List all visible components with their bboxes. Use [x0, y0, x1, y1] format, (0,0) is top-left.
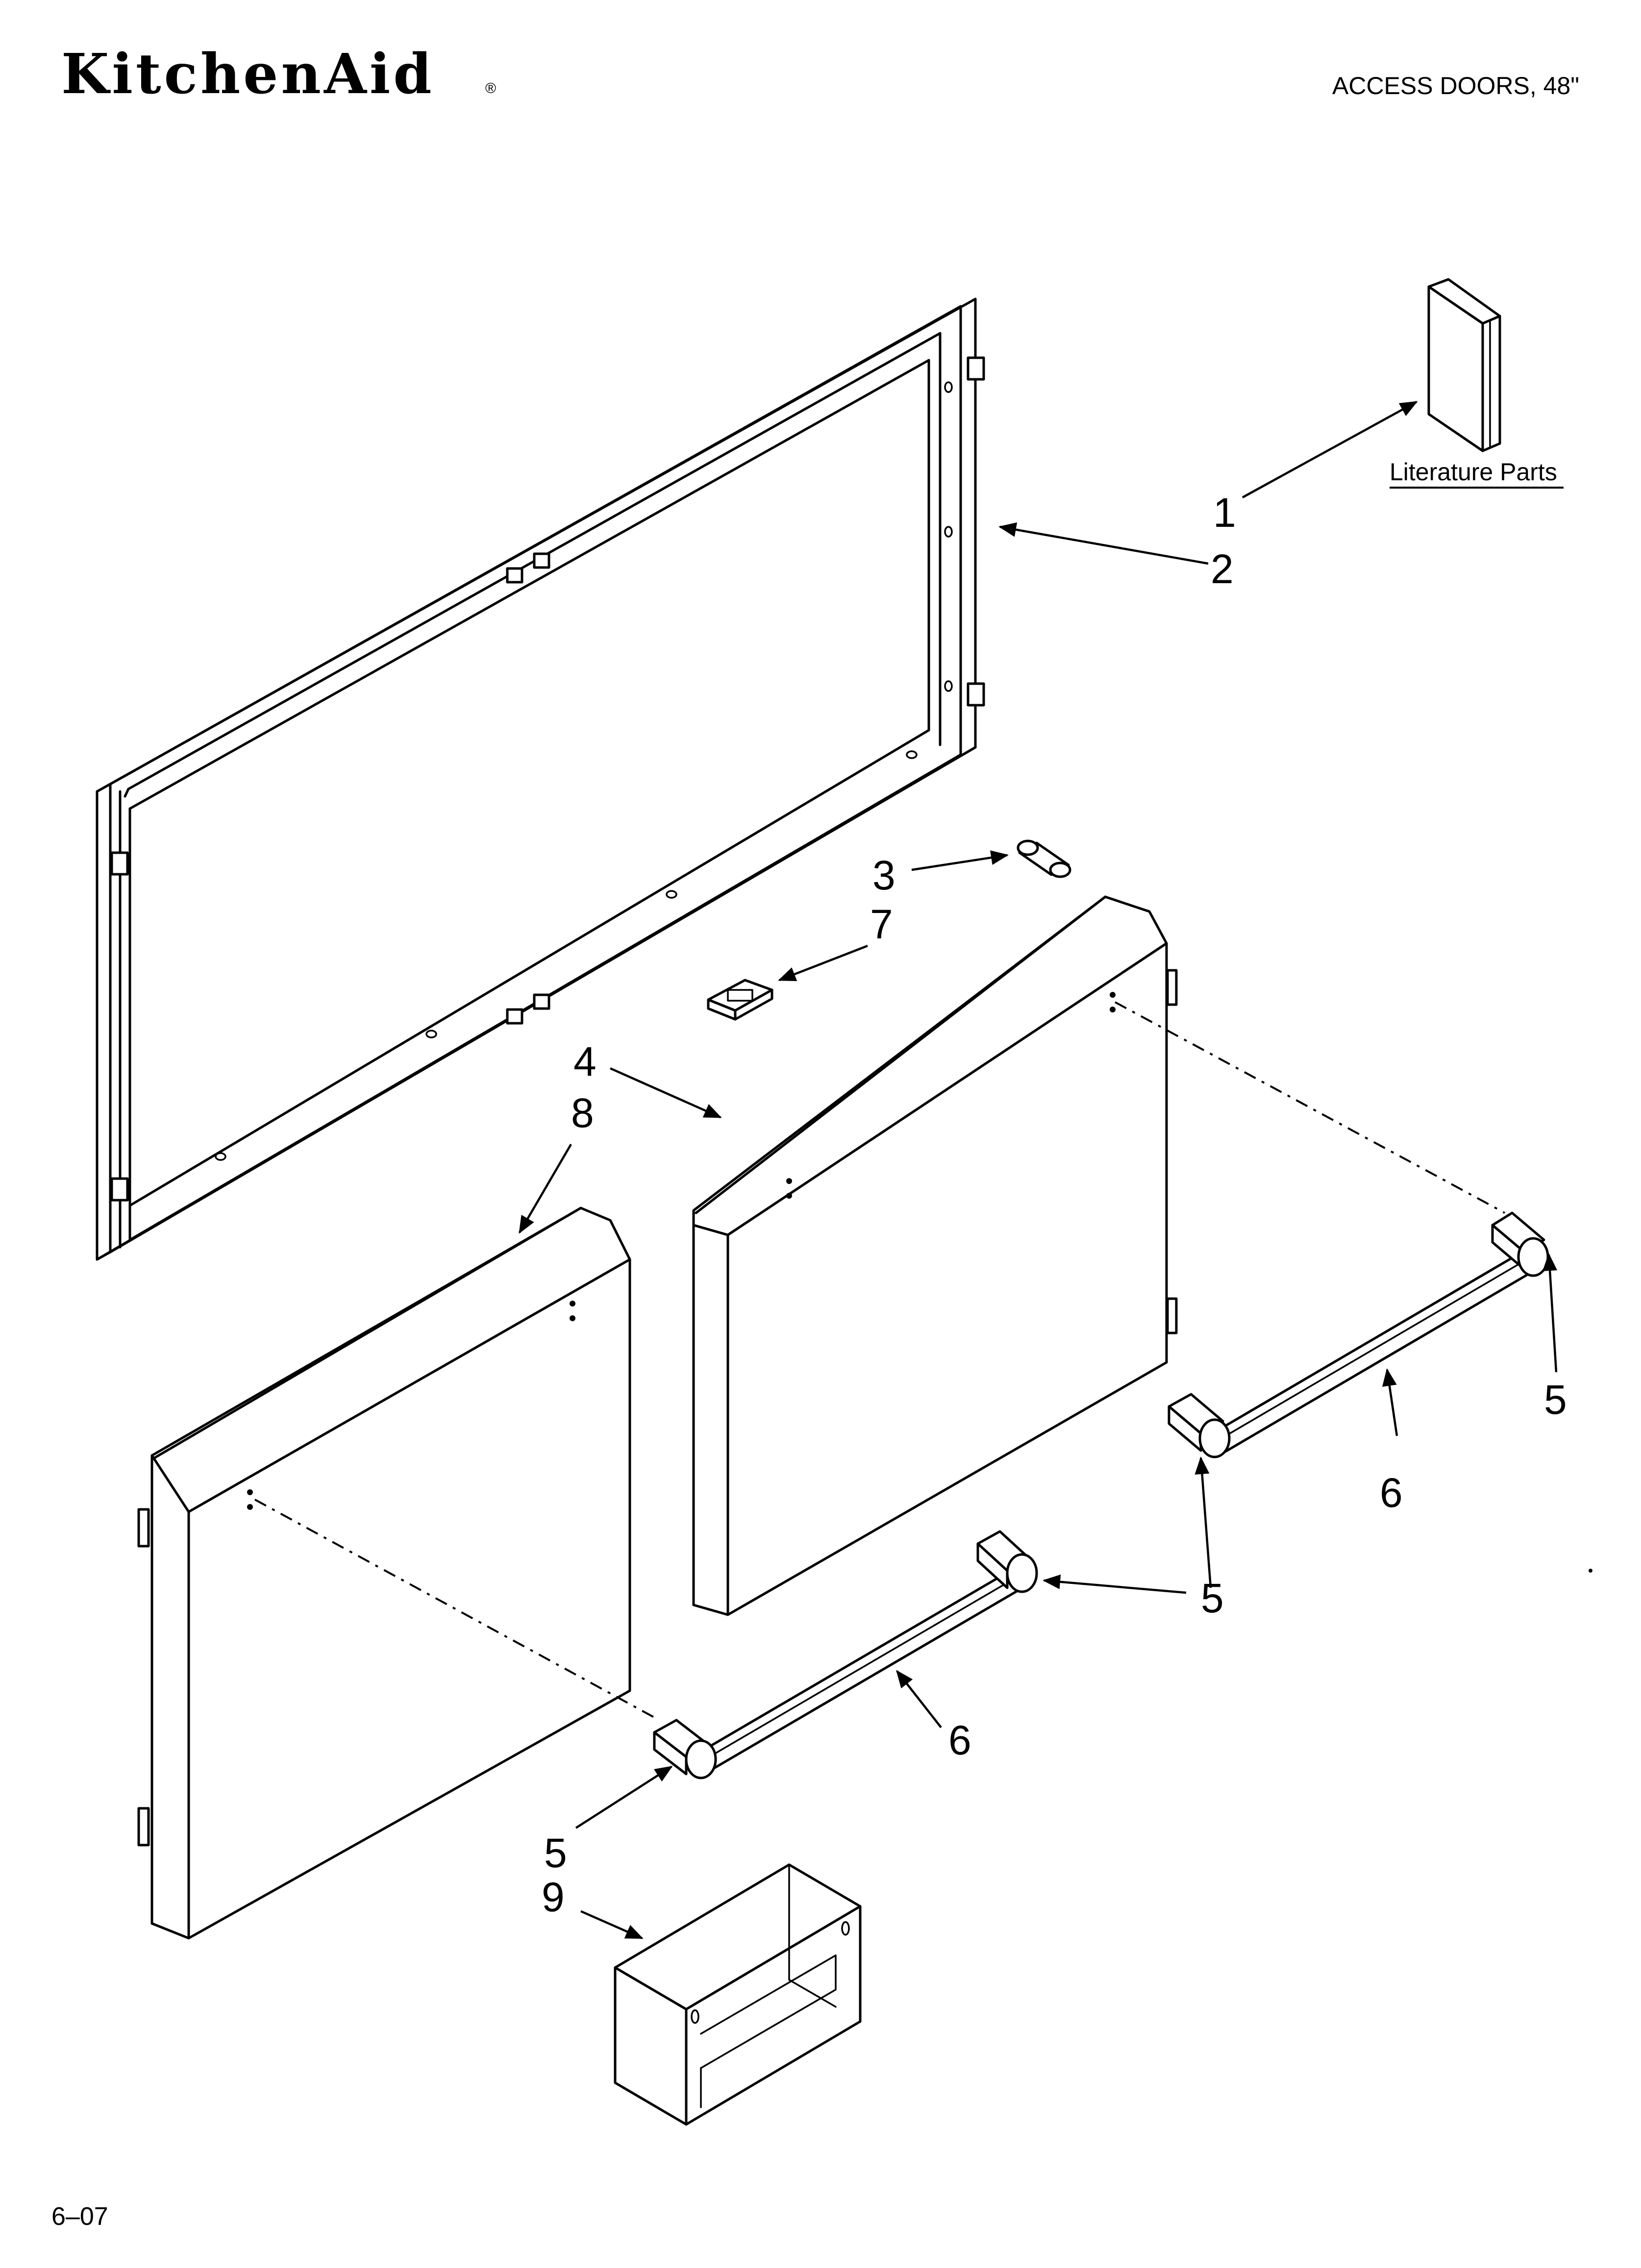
callout-5-middle: 5 [1201, 1575, 1224, 1621]
handle-assembly-left [653, 1530, 1038, 1779]
page-title: ACCESS DOORS, 48" [1332, 72, 1579, 99]
callout-6-left: 6 [948, 1717, 971, 1763]
callout-leaders [519, 401, 1558, 1940]
part-7-latch [707, 979, 773, 1021]
part-4-right-door [692, 895, 1178, 1616]
literature-parts-label: Literature Parts [1390, 458, 1557, 486]
part-1-literature-book [1427, 278, 1501, 452]
footer-code: 6–07 [51, 2202, 108, 2231]
part-9-bracket [614, 1863, 862, 2126]
part-2-frame [96, 297, 985, 1261]
callout-8: 8 [571, 1090, 594, 1136]
callout-1: 1 [1213, 490, 1236, 536]
callout-5-right: 5 [1544, 1377, 1567, 1423]
callout-2: 2 [1211, 546, 1234, 592]
part-3-spacer [1017, 839, 1071, 878]
callout-5-left: 5 [544, 1830, 567, 1876]
alignment-line-left [254, 1499, 660, 1721]
callout-3: 3 [872, 852, 895, 898]
stray-mark [1589, 1569, 1592, 1573]
callout-7: 7 [870, 901, 893, 947]
callout-4: 4 [573, 1038, 597, 1085]
brand-logo: KitchenAid [61, 42, 435, 106]
part-8-left-door [137, 1207, 631, 1940]
callout-9: 9 [542, 1874, 565, 1920]
handle-assembly-right [1168, 1211, 1549, 1458]
callout-6-right: 6 [1380, 1470, 1403, 1516]
registered-mark: ® [485, 80, 496, 97]
alignment-line-right [1115, 1001, 1505, 1214]
